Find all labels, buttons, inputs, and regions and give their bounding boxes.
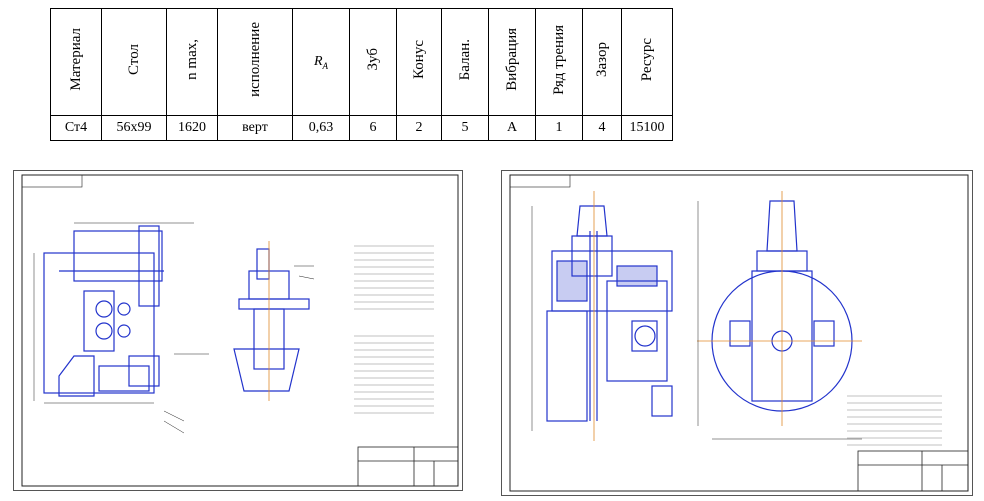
value-cell: верт: [217, 115, 293, 141]
header-cell-resource: Ресурс: [621, 8, 673, 116]
header-cell-balance: Балан.: [441, 8, 489, 116]
header-cell-ra: RA: [292, 8, 350, 116]
header-cell-cone: Конус: [396, 8, 442, 116]
value-cell: 2: [396, 115, 442, 141]
drawing-sheet-spindle: [501, 170, 973, 496]
header-cell-nmax: n max,: [166, 8, 218, 116]
header-cell-material: Материал: [50, 8, 102, 116]
value-cell: 0,63: [292, 115, 350, 141]
value-cell: 1620: [166, 115, 218, 141]
spec-table: Материал Стол n max, исполнение RA Зуб К…: [50, 8, 673, 141]
spec-value-row: Ст4 56x99 1620 верт 0,63 6 2 5 A 1 4 151…: [50, 115, 673, 141]
value-cell: 56x99: [101, 115, 167, 141]
header-cell-tooth: Зуб: [349, 8, 397, 116]
header-cell-gap: Зазор: [582, 8, 622, 116]
spindle-drawing: [509, 174, 969, 492]
value-cell: 5: [441, 115, 489, 141]
drawing-sheet-machine: [13, 170, 463, 491]
value-cell: 15100: [621, 115, 673, 141]
value-cell: 6: [349, 115, 397, 141]
header-cell-version: исполнение: [217, 8, 293, 116]
spec-header-row: Материал Стол n max, исполнение RA Зуб К…: [50, 8, 673, 116]
value-cell: A: [488, 115, 536, 141]
header-cell-table: Стол: [101, 8, 167, 116]
machine-drawing: [21, 174, 459, 487]
header-cell-friction-row: Ряд трения: [535, 8, 583, 116]
value-cell: Ст4: [50, 115, 102, 141]
value-cell: 4: [582, 115, 622, 141]
header-cell-vibration: Вибрация: [488, 8, 536, 116]
value-cell: 1: [535, 115, 583, 141]
